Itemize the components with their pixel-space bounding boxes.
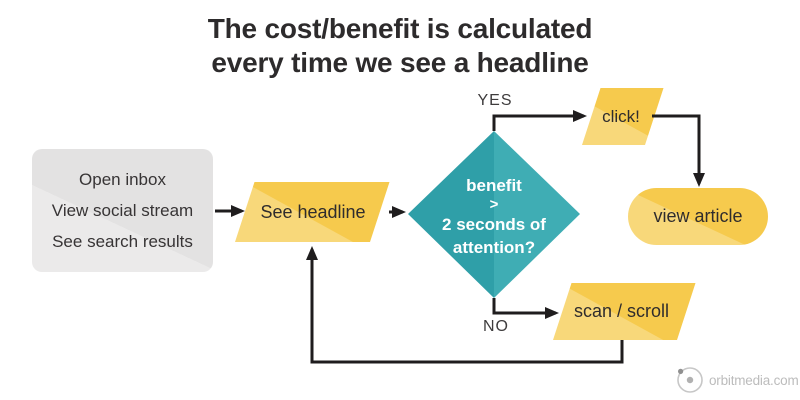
decision-label: benefit > 2 seconds of attention? — [414, 166, 574, 266]
decision-line-1: benefit — [466, 175, 522, 195]
arrow-click-to-article — [652, 114, 705, 187]
click-label: click! — [602, 106, 640, 126]
see-headline-label: See headline — [260, 201, 366, 222]
greater-than-icon: > — [489, 195, 499, 213]
arrow-decision-to-click — [492, 110, 587, 131]
page-title: The cost/benefit is calculated every tim… — [0, 12, 800, 80]
decision-line-4: attention? — [452, 237, 536, 257]
source-item-see-search-results: See search results — [52, 231, 193, 251]
arrow-decision-to-scan — [492, 298, 559, 319]
view-article-label: view article — [653, 206, 743, 226]
view-article-shape — [628, 188, 768, 245]
orbit-logo-icon — [677, 367, 703, 393]
branch-label-yes: YES — [477, 92, 513, 109]
scan-scroll-label: scan / scroll — [573, 301, 670, 321]
title-line-2: every time we see a headline — [211, 47, 589, 78]
source-item-open-inbox: Open inbox — [79, 169, 166, 189]
decision-line-3: 2 seconds of — [442, 214, 546, 234]
branch-label-no: NO — [483, 318, 509, 335]
title-line-1: The cost/benefit is calculated — [207, 13, 593, 44]
decision-diamond-shape — [408, 131, 580, 298]
sources-box: Open inbox View social stream See search… — [32, 149, 213, 272]
watermark-text: orbitmedia.com — [709, 372, 799, 388]
arrow-scan-loop-to-headline — [306, 246, 624, 364]
source-item-view-social-stream: View social stream — [51, 200, 194, 220]
